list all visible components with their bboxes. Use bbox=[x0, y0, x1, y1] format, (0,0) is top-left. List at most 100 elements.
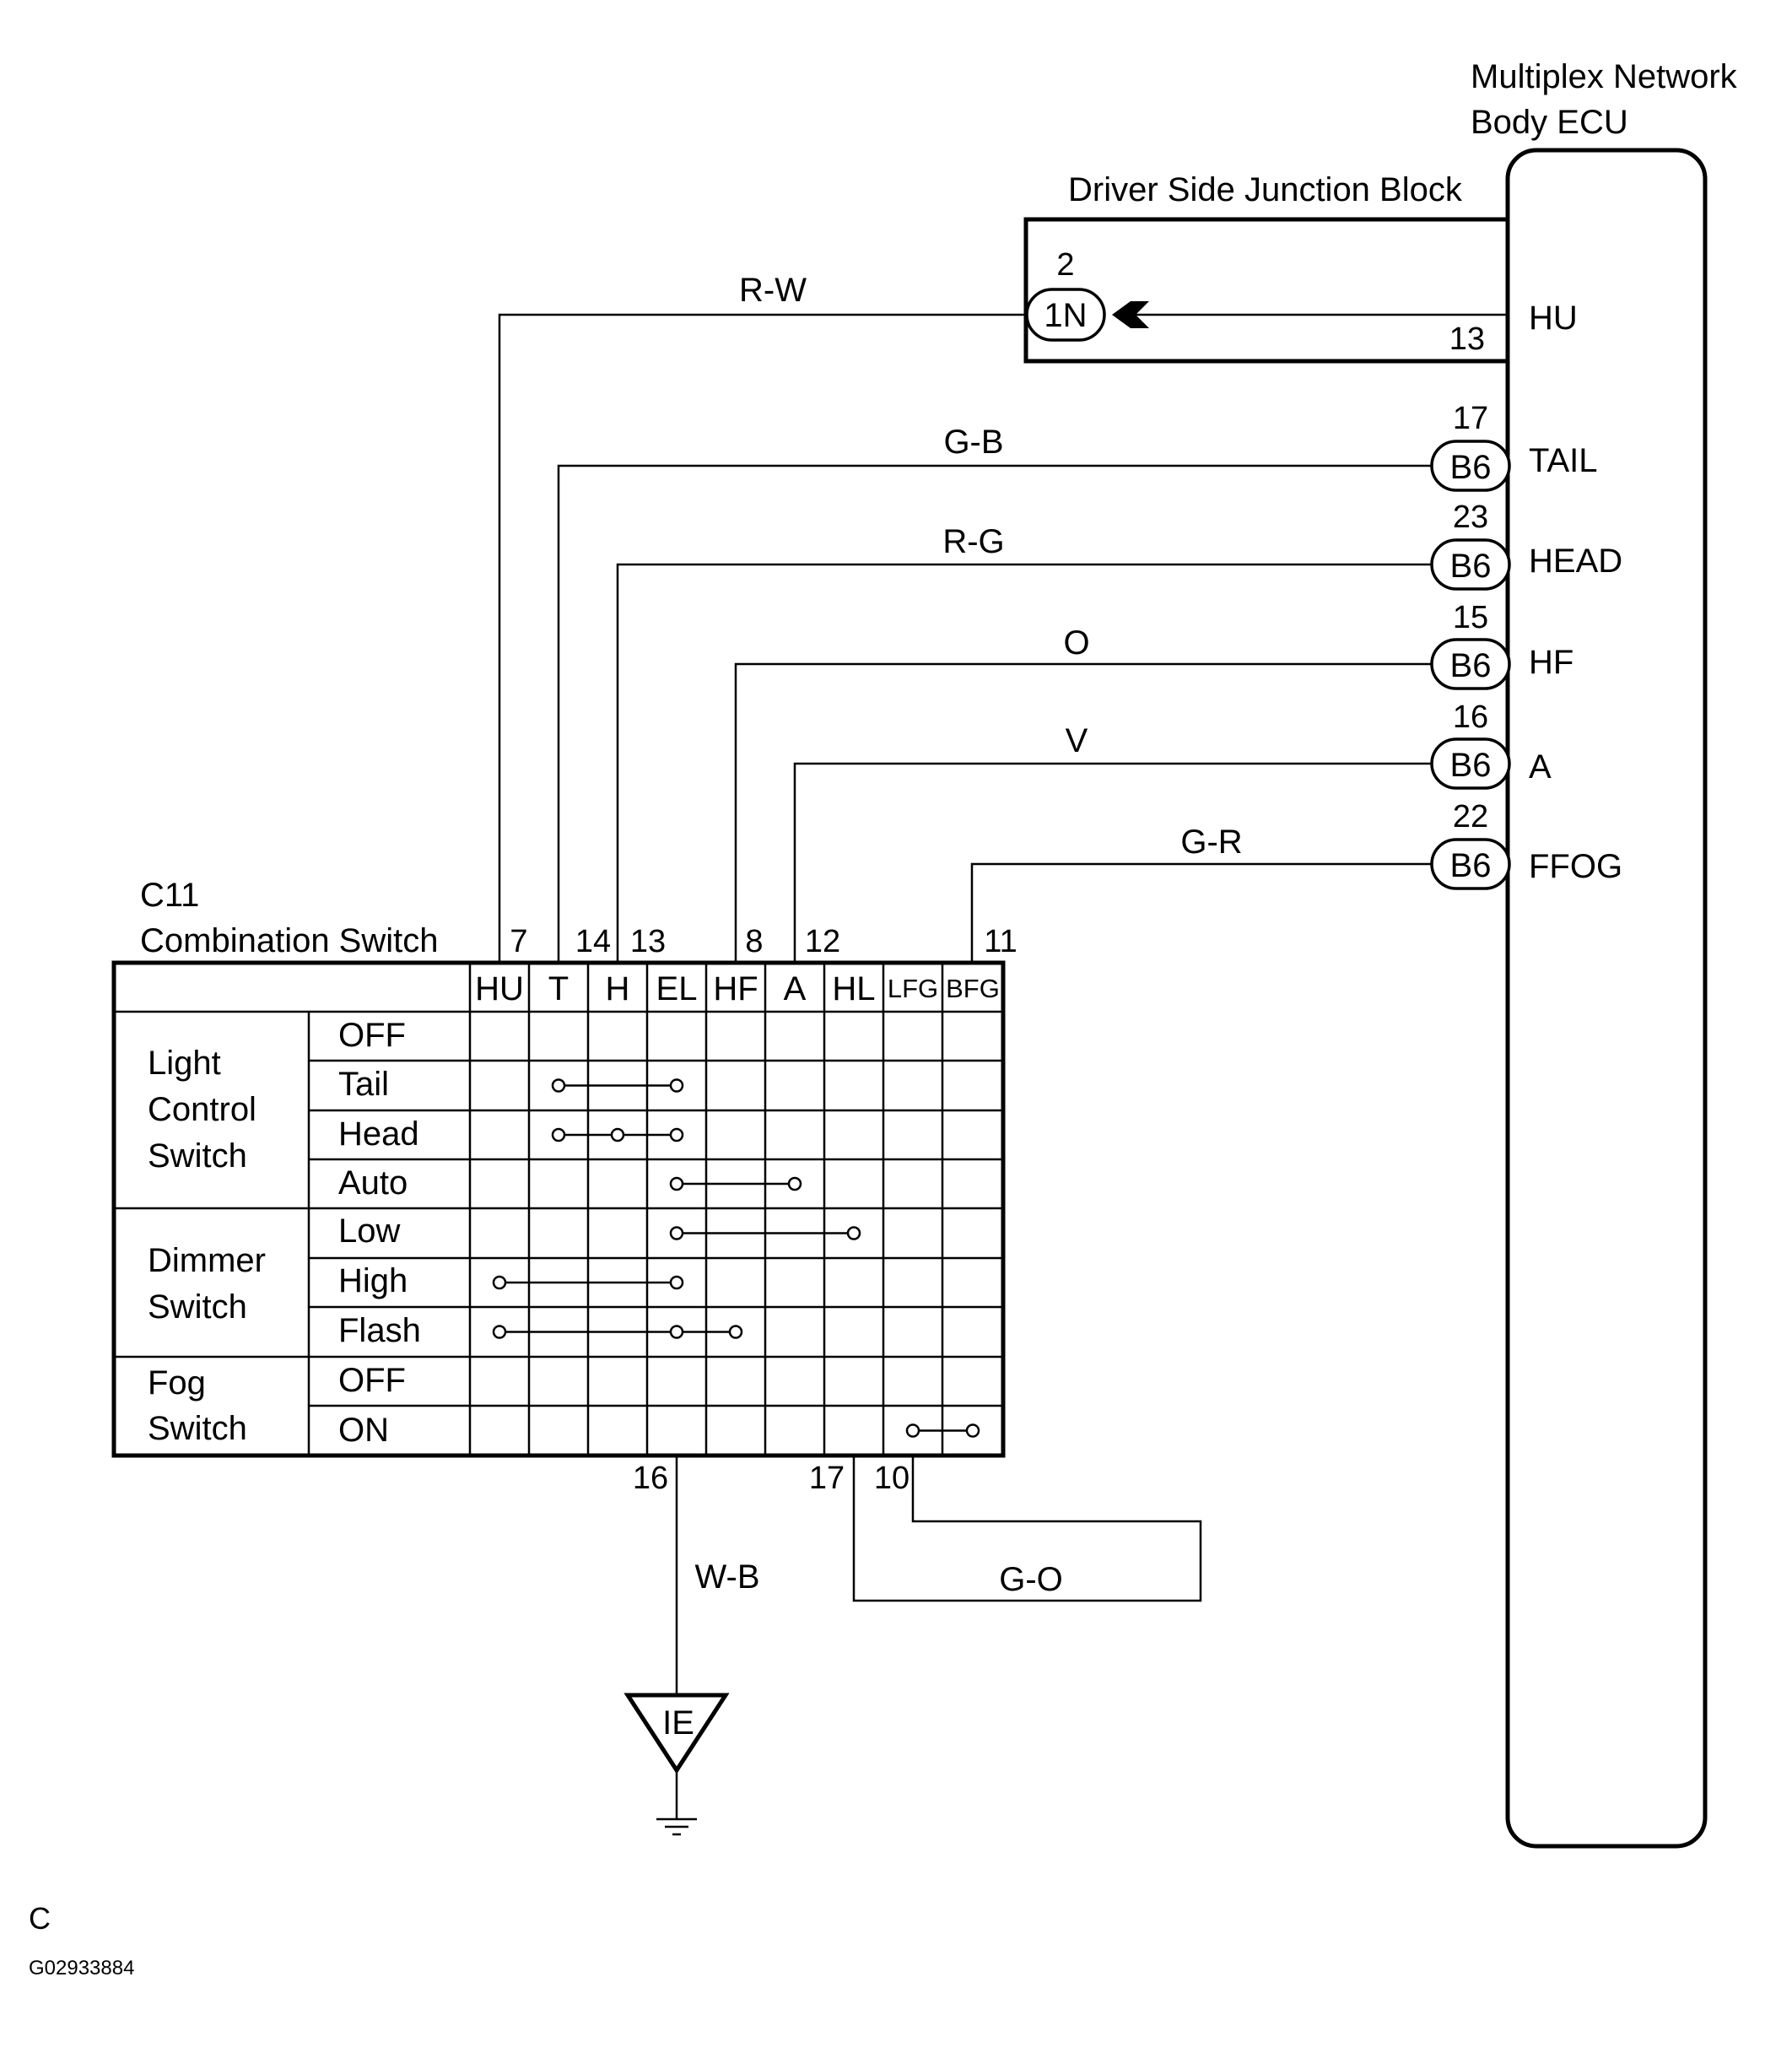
continuity-node bbox=[669, 1176, 684, 1191]
ground-triangle bbox=[623, 1693, 730, 1774]
wire-label-g-o: G-O bbox=[999, 1561, 1063, 1598]
switch-pin-hf: 8 bbox=[745, 924, 763, 959]
continuity-node bbox=[492, 1275, 507, 1290]
group-light-line1: Light bbox=[148, 1045, 221, 1082]
switch-pin-hu: 7 bbox=[510, 924, 527, 959]
ecu-pin-head: 23 bbox=[1453, 500, 1488, 535]
group-light-line3: Switch bbox=[148, 1137, 247, 1175]
wire-label-w-b: W-B bbox=[694, 1558, 759, 1596]
switch-pin-ground: 16 bbox=[633, 1461, 668, 1496]
junction-block-outline bbox=[1023, 217, 1508, 364]
switch-column-headers: HU T H EL HF A HL LFG BFG bbox=[475, 970, 1000, 1007]
switch-pin-lfg: 10 bbox=[874, 1461, 909, 1496]
column-header-t: T bbox=[548, 970, 569, 1007]
switch-group-names: Light Control Switch Dimmer Switch Fog S… bbox=[148, 1045, 266, 1447]
ecu-title-line2: Body ECU bbox=[1471, 104, 1628, 141]
position-dimmer-low: Low bbox=[338, 1213, 400, 1250]
ecu-terminal-ffog: FFOG bbox=[1529, 848, 1622, 885]
connector-b6-a-label: B6 bbox=[1450, 747, 1492, 784]
column-header-bfg: BFG bbox=[946, 974, 1000, 1003]
connector-b6-tail-label: B6 bbox=[1450, 449, 1492, 486]
column-header-hu: HU bbox=[475, 970, 524, 1007]
continuity-node bbox=[551, 1078, 566, 1093]
continuity-marks bbox=[492, 1078, 980, 1438]
body-ecu: Multiplex Network Body ECU HU TAIL HEAD … bbox=[1471, 58, 1738, 1849]
ground-icon bbox=[656, 1817, 697, 1836]
ecu-terminal-a: A bbox=[1529, 748, 1552, 786]
continuity-node bbox=[551, 1127, 566, 1142]
ground-label: IE bbox=[662, 1704, 694, 1742]
wire-g-r bbox=[970, 862, 1432, 963]
ecu-body-box bbox=[1505, 148, 1708, 1849]
position-fog-on: ON bbox=[338, 1412, 389, 1449]
position-light-auto: Auto bbox=[338, 1164, 408, 1202]
column-header-hf: HF bbox=[713, 970, 758, 1007]
continuity-node bbox=[669, 1325, 684, 1339]
connector-b6-hf-label: B6 bbox=[1450, 647, 1492, 684]
continuity-node bbox=[846, 1226, 861, 1240]
continuity-node bbox=[965, 1423, 980, 1438]
wire-g-o bbox=[852, 1456, 1202, 1602]
connector-b6-head bbox=[1430, 538, 1511, 591]
connector-b6-a bbox=[1430, 737, 1511, 790]
ecu-terminal-hu: HU bbox=[1529, 300, 1578, 337]
ecu-title-line1: Multiplex Network bbox=[1471, 58, 1738, 95]
wire-label-r-g: R-G bbox=[942, 523, 1004, 560]
connector-1n-label: 1N bbox=[1044, 297, 1087, 334]
harness-wires: R-W G-B R-G O V G-R bbox=[498, 272, 1432, 963]
ecu-pin-hu: 13 bbox=[1449, 321, 1485, 357]
group-fog-line2: Switch bbox=[148, 1410, 247, 1447]
wire-v bbox=[793, 762, 1432, 963]
wire-o bbox=[734, 662, 1432, 963]
position-light-off: OFF bbox=[338, 1017, 406, 1054]
wire-label-g-r: G-R bbox=[1180, 824, 1242, 861]
ecu-pin-ffog: 22 bbox=[1453, 799, 1488, 834]
combination-switch: C11 Combination Switch 7 14 13 8 12 11 bbox=[111, 877, 1017, 1496]
footer-code: G02933884 bbox=[29, 1957, 134, 1979]
position-light-head: Head bbox=[338, 1115, 419, 1153]
continuity-node bbox=[728, 1325, 743, 1339]
footer-letter: C bbox=[29, 1901, 51, 1936]
ecu-connectors: B6 17 B6 23 B6 15 B6 16 B6 22 bbox=[1430, 401, 1511, 890]
position-dimmer-flash: Flash bbox=[338, 1312, 421, 1349]
connector-b6-tail bbox=[1430, 440, 1511, 492]
column-header-h: H bbox=[606, 970, 630, 1007]
continuity-node bbox=[669, 1078, 684, 1093]
position-fog-off: OFF bbox=[338, 1362, 406, 1399]
continuity-node bbox=[905, 1423, 920, 1438]
group-fog-line1: Fog bbox=[148, 1364, 206, 1402]
column-header-a: A bbox=[784, 970, 807, 1007]
wire-r-w bbox=[498, 313, 1027, 963]
ground-point: IE bbox=[623, 1693, 730, 1836]
group-dimmer-line2: Switch bbox=[148, 1288, 247, 1326]
group-light-line2: Control bbox=[148, 1091, 256, 1128]
switch-name: Combination Switch bbox=[140, 922, 439, 959]
column-header-el: EL bbox=[656, 970, 698, 1007]
ecu-terminal-tail: TAIL bbox=[1529, 442, 1598, 479]
connector-b6-hf bbox=[1430, 638, 1511, 690]
ecu-pin-tail: 17 bbox=[1453, 401, 1488, 436]
position-light-tail: Tail bbox=[338, 1066, 389, 1103]
continuity-node bbox=[492, 1325, 507, 1339]
switch-code: C11 bbox=[140, 877, 199, 914]
wire-r-g bbox=[616, 563, 1432, 963]
wire-label-o: O bbox=[1063, 624, 1089, 662]
wire-label-g-b: G-B bbox=[943, 424, 1003, 461]
connector-b6-ffog bbox=[1430, 838, 1511, 890]
continuity-node bbox=[669, 1127, 684, 1142]
switch-table-grid bbox=[111, 960, 1006, 1458]
switch-position-labels: OFF Tail Head Auto Low High Flash OFF ON bbox=[338, 1017, 421, 1449]
switch-pin-hl-fog: 17 bbox=[809, 1461, 845, 1496]
connector-1n-pin: 2 bbox=[1056, 247, 1074, 283]
junction-block-title: Driver Side Junction Block bbox=[1068, 171, 1463, 208]
switch-pin-bfg: 11 bbox=[984, 924, 1017, 959]
ecu-terminal-hf: HF bbox=[1529, 644, 1573, 681]
wire-g-b bbox=[557, 464, 1432, 963]
continuity-node bbox=[669, 1275, 684, 1290]
bottom-wires: W-B G-O bbox=[675, 1456, 1202, 1695]
connector-b6-ffog-label: B6 bbox=[1450, 847, 1492, 884]
ecu-pin-a: 16 bbox=[1453, 699, 1488, 735]
continuity-node bbox=[610, 1127, 625, 1142]
wire-label-r-w: R-W bbox=[739, 272, 807, 309]
